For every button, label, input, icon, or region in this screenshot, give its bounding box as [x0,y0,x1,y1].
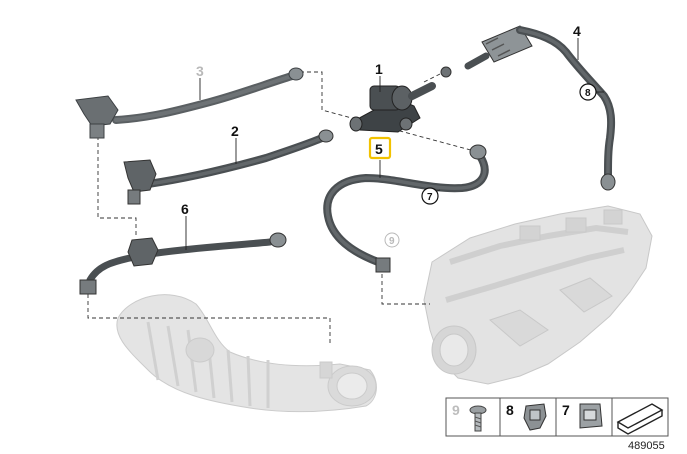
hose-part-2 [123,129,334,205]
callout-1: 1 [375,61,383,77]
hose-part-4 [440,25,616,191]
parts-legend: 9 8 7 [445,397,669,437]
leader-lines [185,38,604,250]
legend-item-8: 8 [506,402,547,431]
callout-3: 3 [196,63,204,79]
svg-text:9: 9 [389,236,395,247]
hose-part-6 [79,232,287,295]
clip-icon-8 [523,403,547,431]
intake-duct-ghost [116,294,377,413]
svg-text:7: 7 [427,192,433,203]
callout-2: 2 [231,123,239,139]
hose-part-3 [75,67,304,139]
svg-text:9: 9 [452,402,460,418]
dashed-reference-lines [87,71,479,346]
callout-5: 5 [375,141,383,157]
hose-part-5 [323,144,489,273]
circled-callout-7: 7 [421,187,439,205]
diagram-id: 489055 [628,440,665,452]
svg-text:7: 7 [562,402,570,418]
callout-5-highlight-box [368,136,392,160]
circled-callout-8: 8 [579,83,597,101]
legend-item-7: 7 [562,402,603,429]
callout-6: 6 [181,201,189,217]
clip-icon-7 [579,403,603,429]
svg-text:8: 8 [506,402,514,418]
legend-item-9: 9 [452,402,487,432]
valve-part-1 [349,82,436,133]
intake-manifold-ghost [423,205,653,385]
circled-callout-9: 9 [384,232,400,248]
diagram-marker-icon [616,403,664,435]
screw-icon [469,405,487,432]
callout-4: 4 [573,23,581,39]
svg-text:8: 8 [585,88,591,99]
